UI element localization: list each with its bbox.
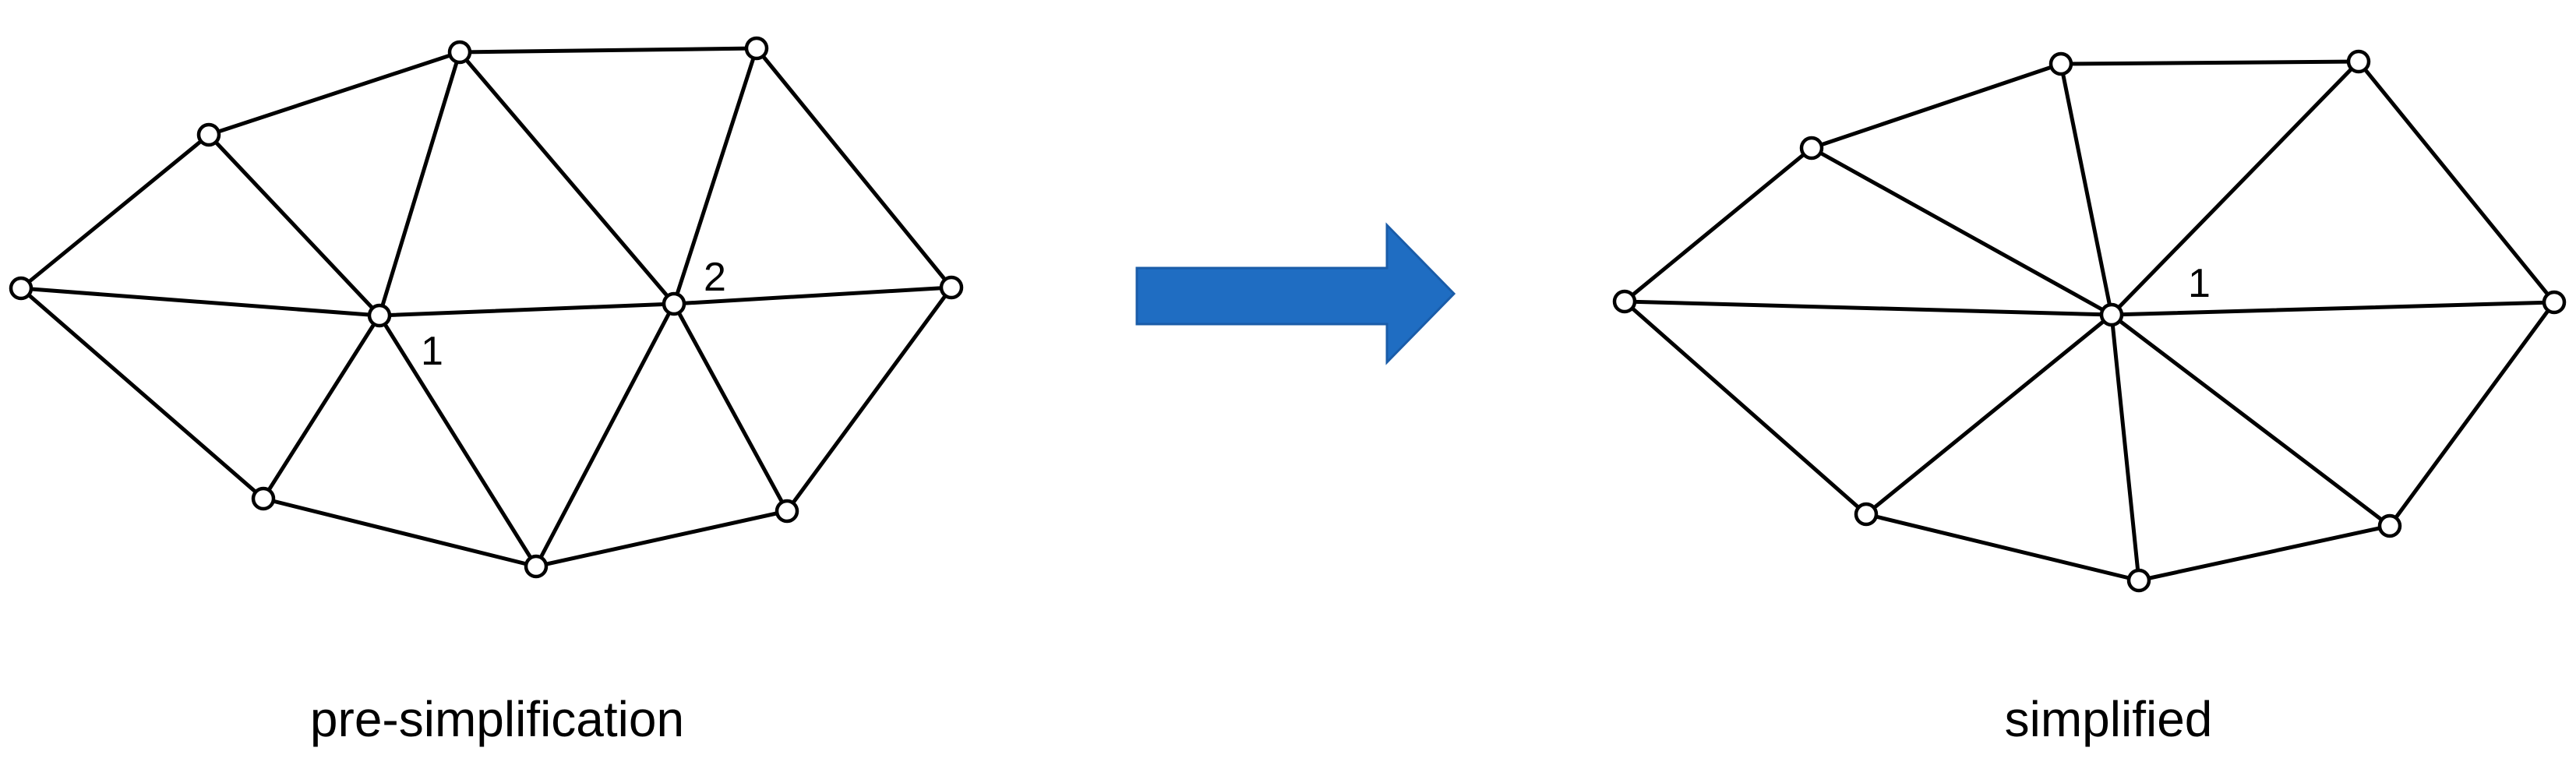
mesh-vertex-2 <box>662 291 686 316</box>
mesh-edge <box>672 46 759 306</box>
mesh-edge <box>2387 300 2557 528</box>
right-arrow-shape <box>1135 222 1456 365</box>
mesh-vertex <box>939 275 964 300</box>
mesh-vertex-1 <box>367 303 392 328</box>
simplified-edges <box>1622 59 2557 583</box>
mesh-vertex <box>196 122 221 147</box>
mesh-vertex <box>2346 49 2371 74</box>
mesh-edge <box>534 509 789 569</box>
mesh-edge <box>206 132 382 318</box>
vertex-label-1: 1 <box>421 329 443 374</box>
mesh-vertex <box>1799 136 1824 160</box>
mesh-edge <box>457 46 759 55</box>
mesh-vertex <box>775 499 799 524</box>
mesh-edge <box>377 50 462 318</box>
mesh-edge <box>377 313 538 569</box>
mesh-vertex <box>2542 290 2567 315</box>
pre-simplification-mesh: 1 2 <box>9 36 964 579</box>
mesh-edge <box>785 285 954 513</box>
caption-pre-simplification: pre-simplification <box>310 691 684 747</box>
mesh-edge <box>534 302 676 569</box>
mesh-vertex <box>251 486 276 511</box>
mesh-edge <box>1622 299 2114 317</box>
mesh-edge <box>2059 59 2361 66</box>
simplified-mesh: 1 <box>1612 49 2567 593</box>
mesh-vertex <box>744 36 769 61</box>
mesh-edge <box>19 132 211 291</box>
mesh-edge <box>377 302 676 318</box>
mesh-vertex <box>1854 502 1879 527</box>
mesh-vertex <box>524 554 549 579</box>
mesh-edge <box>206 50 462 137</box>
vertex-label-1: 1 <box>2188 261 2211 306</box>
mesh-edge <box>1809 62 2063 150</box>
mesh-vertex-1 <box>2099 302 2124 327</box>
mesh-edge <box>1622 299 1868 517</box>
mesh-vertex <box>2126 568 2151 593</box>
mesh-edge <box>2137 524 2392 583</box>
mesh-edge <box>457 50 676 306</box>
mesh-edge <box>1864 512 2141 583</box>
mesh-edge <box>1622 146 1814 304</box>
vertex-label-2: 2 <box>704 255 726 300</box>
simplified-vertices <box>1612 49 2567 593</box>
right-arrow-icon <box>1135 222 1456 365</box>
mesh-edge <box>672 285 954 306</box>
mesh-edge <box>1809 146 2114 317</box>
mesh-vertex <box>2377 513 2402 538</box>
mesh-edge <box>2109 312 2392 528</box>
mesh-edge <box>19 286 266 501</box>
caption-simplified: simplified <box>2005 691 2213 747</box>
mesh-edge <box>261 313 382 501</box>
mesh-edge <box>672 302 789 513</box>
mesh-edge <box>2109 300 2557 317</box>
mesh-vertex <box>1612 289 1637 314</box>
mesh-edge <box>754 46 954 290</box>
mesh-edge <box>19 286 382 318</box>
mesh-edge <box>1864 312 2114 517</box>
mesh-edge <box>2109 59 2361 317</box>
mesh-edge <box>2109 312 2141 583</box>
mesh-edge <box>261 496 538 569</box>
pre-simplification-vertices <box>9 36 964 579</box>
mesh-edge <box>2356 59 2557 305</box>
mesh-edge <box>2059 62 2114 317</box>
mesh-vertex <box>9 276 34 301</box>
pre-simplification-edges <box>19 46 954 569</box>
mesh-vertex <box>447 40 472 65</box>
mesh-vertex <box>2048 51 2073 76</box>
